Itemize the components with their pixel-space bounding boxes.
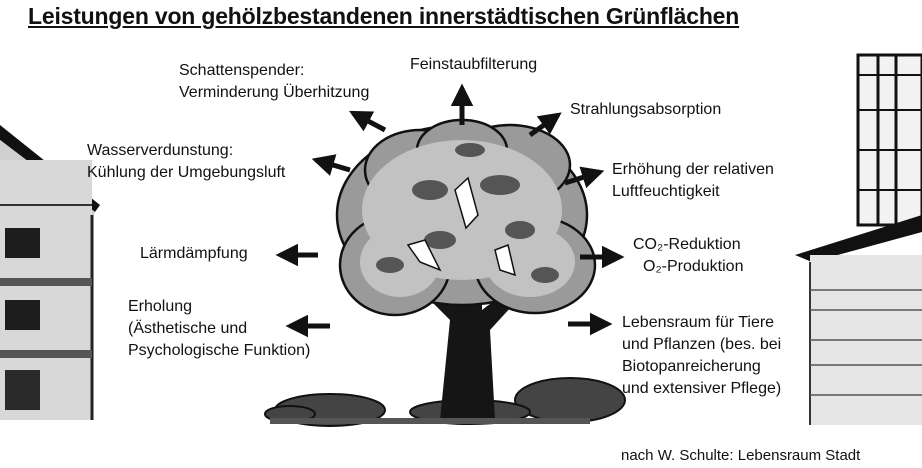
left-house [0, 125, 100, 420]
label-evaporation: Wasserverdunstung:Kühlung der Umgebungsl… [87, 142, 286, 181]
arrow-schatten [349, 110, 387, 133]
arrow-wasser [311, 154, 351, 176]
diagram-title: Leistungen von gehölzbestandenen innerst… [28, 3, 740, 29]
label-noise: Lärmdämpfung [140, 245, 248, 262]
label-radiation: Strahlungsabsorption [570, 101, 722, 118]
source-credit: nach W. Schulte: Lebensraum Stadt [621, 447, 861, 464]
tree [270, 118, 597, 424]
right-building [795, 53, 922, 425]
arrow-feuchtigkeit [564, 166, 605, 189]
arrows [275, 83, 625, 338]
label-shade: Schattenspender:Verminderung Überhitzung [179, 62, 370, 101]
label-dust-filter: Feinstaubfilterung [410, 56, 538, 73]
arrow-strahlung [528, 112, 562, 138]
